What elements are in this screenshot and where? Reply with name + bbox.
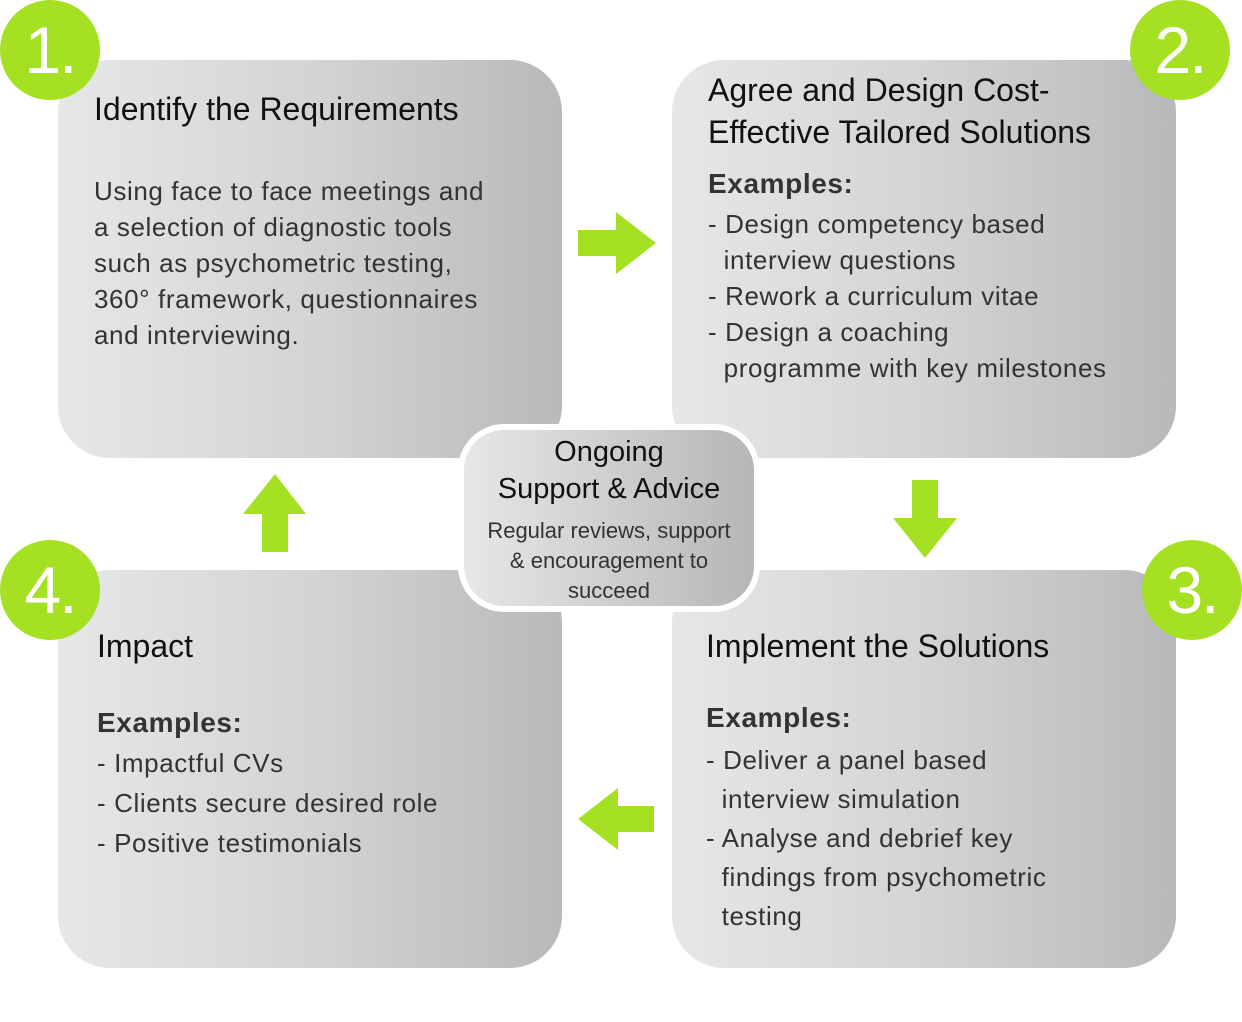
step-1-card (58, 60, 562, 458)
step-3-card (672, 570, 1176, 968)
step-2-title: Agree and Design Cost- Effective Tailore… (708, 72, 1092, 150)
arrow-right-icon (578, 212, 656, 274)
step-2-number-badge: 2. (1130, 0, 1230, 100)
step-1-number-badge: 1. (0, 0, 100, 100)
step-4-card (58, 570, 562, 968)
center-body: Regular reviews, support& encouragement … (487, 518, 731, 603)
step-3-body: Examples:- Deliver a panel based intervi… (706, 702, 1047, 931)
step-4-number-badge: 4. (0, 540, 100, 640)
arrow-down-icon (893, 480, 957, 558)
step-4-body: Examples:- Impactful CVs- Clients secure… (97, 707, 439, 858)
arrow-up-icon (243, 474, 306, 552)
step-1-title: Identify the Requirements (94, 91, 459, 127)
step-3-number-badge: 3. (1142, 540, 1242, 640)
step-3-title: Implement the Solutions (706, 628, 1050, 664)
step-2-body: Examples:- Design competency based inter… (708, 168, 1107, 383)
step-2-card (672, 60, 1176, 458)
arrow-left-icon (578, 788, 654, 850)
step-4-title: Impact (97, 628, 194, 664)
